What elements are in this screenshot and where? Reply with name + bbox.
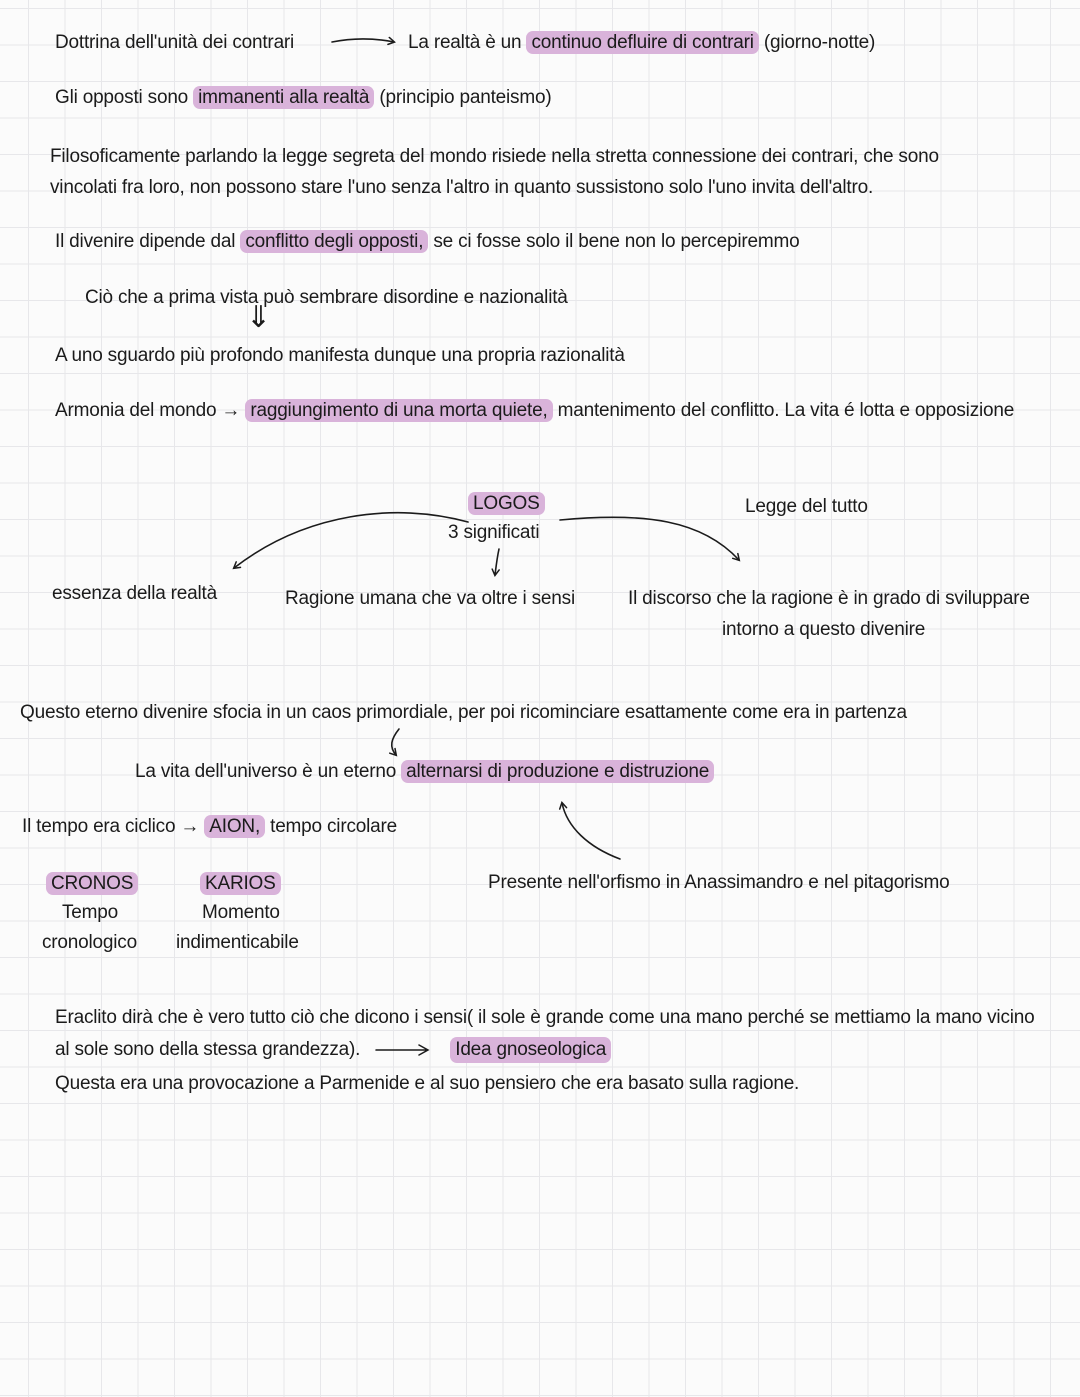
note-philosophy-line2: vincolati fra loro, non possono stare l'… — [50, 176, 873, 200]
text-segment: cronologico — [42, 932, 137, 953]
note-logos-meaning3-line1: Il discorso che la ragione è in grado di… — [628, 587, 1030, 611]
highlighted-text: continuo defluire di contrari — [526, 31, 759, 54]
note-doctrine-definition: La realtà è un continuo defluire di cont… — [408, 31, 875, 55]
highlighted-text: conflitto degli opposti, — [240, 230, 429, 253]
text-segment: (giorno-notte) — [758, 32, 876, 53]
arrow-gnoseologica-icon — [375, 1044, 430, 1056]
highlighted-text: CRONOS — [46, 872, 139, 895]
text-segment: tempo circolare — [265, 816, 397, 837]
text-segment: Questo eterno divenire sfocia in un caos… — [20, 702, 907, 723]
text-segment: Eraclito dirà che è vero tutto ciò che d… — [55, 1007, 1035, 1028]
note-cronos-line1: Tempo — [62, 901, 118, 925]
text-segment: Tempo — [62, 902, 119, 923]
note-cronos-line2: cronologico — [42, 931, 137, 955]
text-segment: Il tempo era ciclico → — [22, 816, 205, 837]
text-segment: Ragione umana che va oltre i sensi — [285, 588, 575, 609]
text-segment: Presente nell'orfismo in Anassimandro e … — [488, 872, 950, 893]
note-harmony: Armonia del mondo → raggiungimento di un… — [55, 399, 1014, 423]
arrow-chaos-down-icon — [388, 728, 400, 757]
text-segment: vincolati fra loro, non possono stare l'… — [50, 177, 874, 198]
highlighted-text: AION, — [204, 815, 266, 838]
text-segment: Gli opposti sono — [55, 87, 194, 108]
note-logos-subtitle: 3 significati — [448, 521, 540, 545]
note-karios-title: KARIOS — [200, 872, 281, 896]
text-segment: La realtà è un — [408, 32, 527, 53]
text-segment: La vita dell'universo è un eterno — [135, 761, 402, 782]
note-karios-line2: indimenticabile — [176, 931, 299, 955]
text-segment: Dottrina dell'unità dei contrari — [55, 32, 295, 53]
text-segment: al sole sono della stessa grandezza). — [55, 1039, 361, 1060]
arrow-logos-middle-icon — [491, 548, 500, 577]
highlighted-text: LOGOS — [468, 492, 545, 515]
arrow-logos-left-icon — [232, 511, 469, 570]
text-segment: Il discorso che la ragione è in grado di… — [628, 588, 1030, 609]
note-logos-law: Legge del tutto — [745, 495, 868, 519]
note-senses-line2: al sole sono della stessa grandezza). Id… — [55, 1037, 612, 1063]
note-chaos: Questo eterno divenire sfocia in un caos… — [20, 701, 907, 725]
note-senses-line1: Eraclito dirà che è vero tutto ciò che d… — [55, 1006, 1035, 1030]
text-segment: Filosoficamente parlando la legge segret… — [50, 146, 939, 167]
highlighted-text: Idea gnoseologica — [450, 1037, 612, 1063]
note-orphism: Presente nell'orfismo in Anassimandro e … — [488, 871, 950, 895]
highlighted-text: KARIOS — [200, 872, 281, 895]
note-universe-life: La vita dell'universo è un eterno altern… — [135, 760, 715, 784]
note-becoming: Il divenire dipende dal conflitto degli … — [55, 230, 800, 254]
note-opposites: Gli opposti sono immanenti alla realtà (… — [55, 86, 552, 110]
text-segment: intorno a questo divenire — [722, 619, 926, 640]
arrow-orphism-up-icon — [558, 801, 621, 860]
note-logos-meaning2: Ragione umana che va oltre i sensi — [285, 587, 575, 611]
note-first-sight: Ciò che a prima vista può sembrare disor… — [85, 286, 568, 310]
note-doctrine-title: Dottrina dell'unità dei contrari — [55, 31, 294, 55]
text-segment: Il divenire dipende dal — [55, 231, 241, 252]
note-philosophy-line1: Filosoficamente parlando la legge segret… — [50, 145, 939, 169]
arrow-glyph: ⇓ — [246, 300, 271, 335]
text-segment: Momento — [202, 902, 280, 923]
arrow-doctrine-icon — [331, 36, 396, 46]
text-segment: Ciò che a prima vista può sembrare disor… — [85, 287, 568, 308]
note-deeper-look: A uno sguardo più profondo manifesta dun… — [55, 344, 625, 368]
text-segment: Armonia del mondo → — [55, 400, 246, 421]
highlighted-text: raggiungimento di una morta quiete, — [245, 399, 553, 422]
note-cyclic-time: Il tempo era ciclico → AION, tempo circo… — [22, 815, 397, 839]
arrow-logos-right-icon — [559, 516, 741, 562]
note-logos-meaning1: essenza della realtà — [52, 582, 217, 606]
text-segment: Questa era una provocazione a Parmenide … — [55, 1073, 800, 1094]
note-logos-meaning3-line2: intorno a questo divenire — [722, 618, 925, 642]
note-cronos-title: CRONOS — [46, 872, 139, 896]
highlighted-text: immanenti alla realtà — [193, 86, 375, 109]
text-segment: se ci fosse solo il bene non lo percepir… — [428, 231, 800, 252]
highlighted-text: alternarsi di produzione e distruzione — [401, 760, 715, 783]
note-senses-line3: Questa era una provocazione a Parmenide … — [55, 1072, 799, 1096]
text-segment: (principio panteismo) — [374, 87, 552, 108]
text-segment: 3 significati — [448, 522, 540, 543]
text-segment: indimenticabile — [176, 932, 299, 953]
text-segment: essenza della realtà — [52, 583, 217, 604]
text-segment: A uno sguardo più profondo manifesta dun… — [55, 345, 625, 366]
note-karios-line1: Momento — [202, 901, 280, 925]
double-down-arrow-icon: ⇓ — [246, 303, 271, 333]
note-logos-title: LOGOS — [468, 492, 545, 516]
text-segment: mantenimento del conflitto. La vita é lo… — [552, 400, 1015, 421]
text-segment: Legge del tutto — [745, 496, 868, 517]
